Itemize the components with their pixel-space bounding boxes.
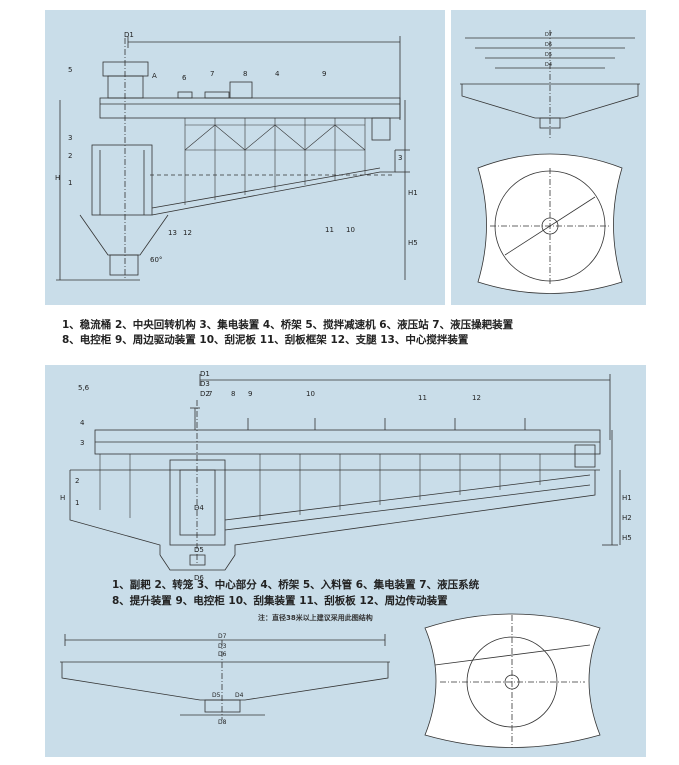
label-9: 9 <box>322 70 326 78</box>
plan-b-d3: D3 <box>218 643 227 650</box>
plan-label-d6: D6 <box>545 42 552 48</box>
label-60deg: 60° <box>150 256 162 264</box>
label-b-1: 1 <box>75 499 79 507</box>
label-b-56: 5,6 <box>78 384 90 392</box>
bottom-legend-line1: 1、副耙 2、转笼 3、中心部分 4、桥架 5、入料管 6、集电装置 7、液压系… <box>112 579 480 591</box>
top-legend-line2: 8、电控柜 9、周边驱动装置 10、刮泥板 11、刮板框架 12、支腿 13、中… <box>62 334 469 346</box>
diameter-note: 注：直径38米以上建议采用此图结构 <box>258 614 373 622</box>
top-right-elevation <box>460 30 640 140</box>
label-10: 10 <box>346 226 355 234</box>
label-a: A <box>152 72 157 80</box>
label-b-h2: H2 <box>622 514 632 522</box>
bottom-section-labels: D1 D3 D2 5,6 7 8 9 10 11 12 4 3 2 1 D4 D… <box>60 370 632 582</box>
label-b-d6: D6 <box>194 574 204 582</box>
label-b-d4: D4 <box>194 504 204 512</box>
label-b-d3: D3 <box>200 380 210 388</box>
top-legend-line1: 1、稳流桶 2、中央回转机构 3、集电装置 4、桥架 5、搅拌减速机 6、液压站… <box>62 319 514 331</box>
label-1: 1 <box>68 179 72 187</box>
label-d1: D1 <box>124 31 134 39</box>
label-3: 3 <box>68 134 72 142</box>
top-section-view <box>56 36 410 281</box>
label-13: 13 <box>168 229 177 237</box>
label-b-d5: D5 <box>194 546 204 554</box>
label-8: 8 <box>243 70 247 78</box>
label-b-11: 11 <box>418 394 427 402</box>
plan-b-d4: D4 <box>235 692 244 699</box>
label-h: H <box>55 174 60 182</box>
top-right-labels: D7 D6 D5 D4 <box>545 32 552 68</box>
bottom-legend-line2: 8、提升装置 9、电控柜 10、刮集装置 11、刮板板 12、周边传动装置 <box>112 595 448 607</box>
plan-label-d4: D4 <box>545 62 552 68</box>
label-b-h1: H1 <box>622 494 632 502</box>
label-4: 4 <box>275 70 280 78</box>
label-b-8: 8 <box>231 390 235 398</box>
plan-label-d5: D5 <box>545 52 552 58</box>
label-b-2: 2 <box>75 477 79 485</box>
label-b-d1: D1 <box>200 370 210 378</box>
label-b-h5: H5 <box>622 534 632 542</box>
label-2: 2 <box>68 152 72 160</box>
label-h1: H1 <box>408 189 418 197</box>
plan-b-d8: D8 <box>218 719 227 726</box>
label-5: 5 <box>68 66 72 74</box>
label-b-3: 3 <box>80 439 84 447</box>
label-dim-3: 3 <box>398 154 402 162</box>
label-b-10: 10 <box>306 390 315 398</box>
bottom-plan-view <box>424 613 601 748</box>
label-7: 7 <box>210 70 214 78</box>
label-b-7: 7 <box>208 390 212 398</box>
plan-b-d7: D7 <box>218 633 227 640</box>
label-b-h: H <box>60 494 65 502</box>
label-6: 6 <box>182 74 187 82</box>
plan-label-d7: D7 <box>545 32 552 38</box>
label-b-d2: D2 <box>200 390 210 398</box>
label-12: 12 <box>183 229 192 237</box>
label-11: 11 <box>325 226 334 234</box>
label-h5: H5 <box>408 239 418 247</box>
bottom-section-view <box>69 374 621 571</box>
plan-b-d6: D6 <box>218 651 227 658</box>
label-b-12: 12 <box>472 394 481 402</box>
plan-b-d5: D5 <box>212 692 221 699</box>
label-b-9: 9 <box>248 390 252 398</box>
top-right-plan-view <box>477 153 623 294</box>
top-section-labels: D1 5 6 7 8 4 9 3 2 1 13 12 11 10 H H1 H5… <box>55 31 418 264</box>
bottom-small-elevation-labels: D7 D3 D6 D5 D4 D8 <box>212 633 244 726</box>
bottom-small-elevation <box>60 634 390 720</box>
label-b-4: 4 <box>80 419 85 427</box>
